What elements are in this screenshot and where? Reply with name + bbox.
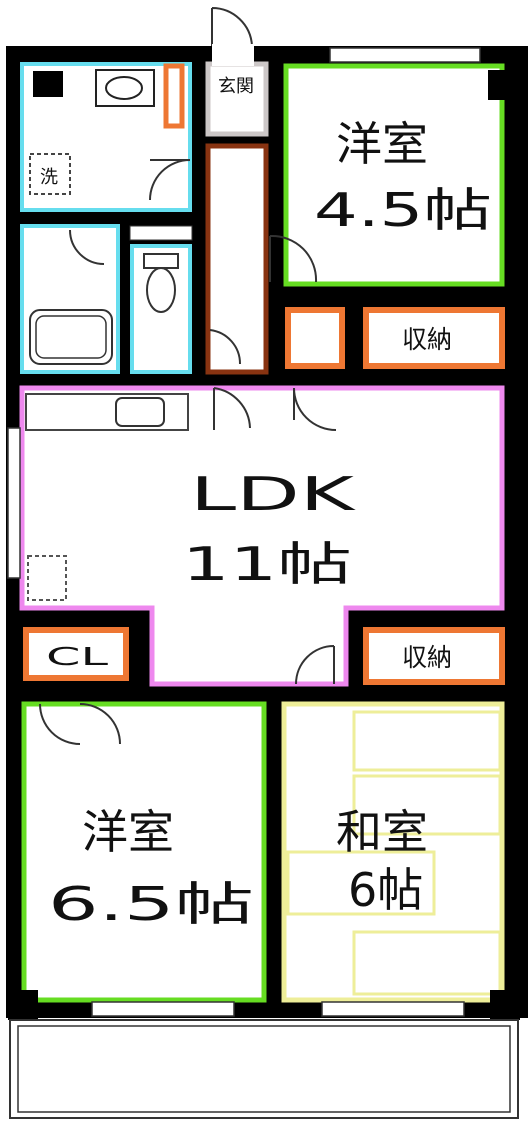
toilet-bowl-icon <box>146 267 176 313</box>
tatami-mat <box>352 930 502 996</box>
closet-cl-label: CL <box>46 642 108 671</box>
japanese-room-name: 和室 <box>336 805 428 859</box>
washroom-door-swing <box>149 159 191 201</box>
ldk-name: LDK <box>190 467 357 521</box>
sink-icon <box>105 76 143 100</box>
kitchen-counter <box>25 393 189 431</box>
front-door-gap <box>212 44 254 66</box>
entrance-label: 玄関 <box>218 76 254 97</box>
western-room-a-name: 洋室 <box>336 117 428 171</box>
western-room-b-name: 洋室 <box>82 805 174 859</box>
washing-machine-icon <box>29 153 71 195</box>
shoe-closet <box>163 63 185 129</box>
storage-lower <box>363 627 505 685</box>
corner-column <box>8 990 38 1020</box>
ldk-door-right <box>293 387 337 431</box>
corridor-door-swing <box>209 329 242 365</box>
western-a-door-swing <box>269 234 318 283</box>
western-b-door-swing <box>39 703 121 745</box>
corner-column <box>490 990 520 1020</box>
balcony-rail <box>17 1025 511 1113</box>
bathtub-icon <box>29 309 113 365</box>
corner-column <box>488 70 512 100</box>
western-room-a <box>283 63 505 287</box>
entrance <box>205 61 269 137</box>
western-room-b-size: 6.5帖 <box>48 877 254 931</box>
tatami-mat <box>352 774 502 836</box>
small-closet <box>285 307 345 369</box>
toilet-room <box>130 244 192 374</box>
storage-upper-label: 収納 <box>402 325 452 354</box>
balcony <box>9 1019 519 1119</box>
japanese-room-size: 6帖 <box>348 863 423 917</box>
western-room-b <box>21 701 267 1003</box>
fridge-space-icon <box>27 555 67 601</box>
toilet-shelf <box>129 225 193 241</box>
front-door-swing <box>211 6 253 47</box>
tatami-mat <box>352 710 502 772</box>
washbasin-counter <box>95 69 155 107</box>
ldk-room <box>19 385 505 687</box>
japanese-door-swing <box>295 645 335 685</box>
tatami-mat <box>286 850 436 916</box>
storage-lower-label: 収納 <box>402 643 452 672</box>
washbasin <box>33 71 63 97</box>
window-bottom-left <box>91 1001 235 1017</box>
ldk-door-left <box>213 387 251 430</box>
storage-upper <box>363 307 505 369</box>
window-bottom-right <box>321 1001 465 1017</box>
corridor <box>205 143 269 375</box>
bathroom <box>20 224 120 374</box>
ldk-size: 11帖 <box>182 537 352 591</box>
bath-door-swing <box>69 229 105 265</box>
window-top <box>329 47 481 63</box>
kitchen-sink-icon <box>115 397 165 427</box>
washroom-label: 洗 <box>40 167 58 188</box>
closet-cl <box>23 627 129 681</box>
bathtub-inner-icon <box>35 315 107 359</box>
western-room-a-size: 4.5帖 <box>314 183 492 237</box>
window-ldk-left <box>7 427 21 579</box>
